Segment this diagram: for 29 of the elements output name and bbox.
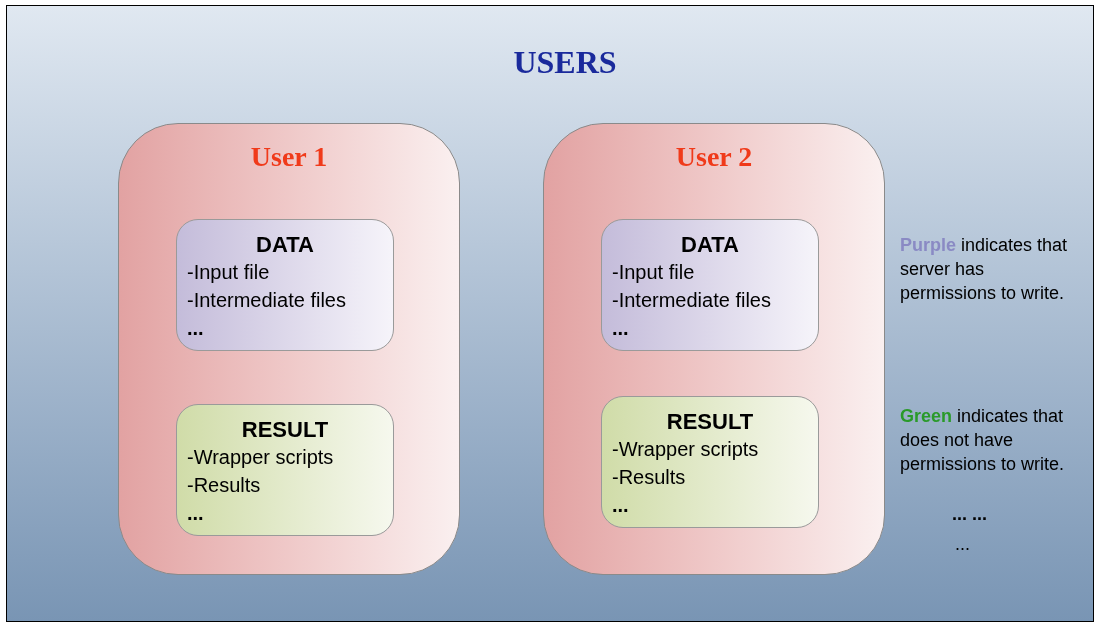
ellipsis-text: ... ... bbox=[952, 503, 987, 526]
list-item: ... bbox=[187, 501, 205, 526]
list-item: -Results bbox=[187, 473, 262, 498]
box-heading: RESULT bbox=[240, 417, 330, 443]
box-heading: DATA bbox=[680, 232, 740, 258]
list-item: ... bbox=[187, 316, 205, 341]
box-heading: RESULT bbox=[665, 409, 755, 435]
user-title: User 1 bbox=[249, 140, 329, 174]
list-item: -Intermediate files bbox=[612, 288, 772, 313]
list-item: -Intermediate files bbox=[187, 288, 347, 313]
list-item: ... bbox=[612, 316, 630, 341]
user-title: User 2 bbox=[674, 140, 754, 174]
list-item: ... bbox=[612, 493, 630, 518]
legend-note: Green indicates that does not have permissions to write. bbox=[900, 405, 1066, 476]
list-item: -Input file bbox=[187, 260, 271, 285]
user-box bbox=[118, 123, 460, 575]
content-box bbox=[176, 219, 394, 351]
legend-note: Purple indicates that server has permissions to write. bbox=[900, 234, 1069, 305]
list-item: -Wrapper scripts bbox=[187, 445, 335, 470]
content-box bbox=[176, 404, 394, 536]
list-item: -Results bbox=[612, 465, 687, 490]
list-item: -Input file bbox=[612, 260, 696, 285]
user-box bbox=[543, 123, 885, 575]
ellipsis-text: ... bbox=[955, 533, 970, 556]
content-box bbox=[601, 396, 819, 528]
diagram-title: USERS bbox=[512, 43, 618, 82]
list-item: -Wrapper scripts bbox=[612, 437, 760, 462]
content-box bbox=[601, 219, 819, 351]
box-heading: DATA bbox=[255, 232, 315, 258]
